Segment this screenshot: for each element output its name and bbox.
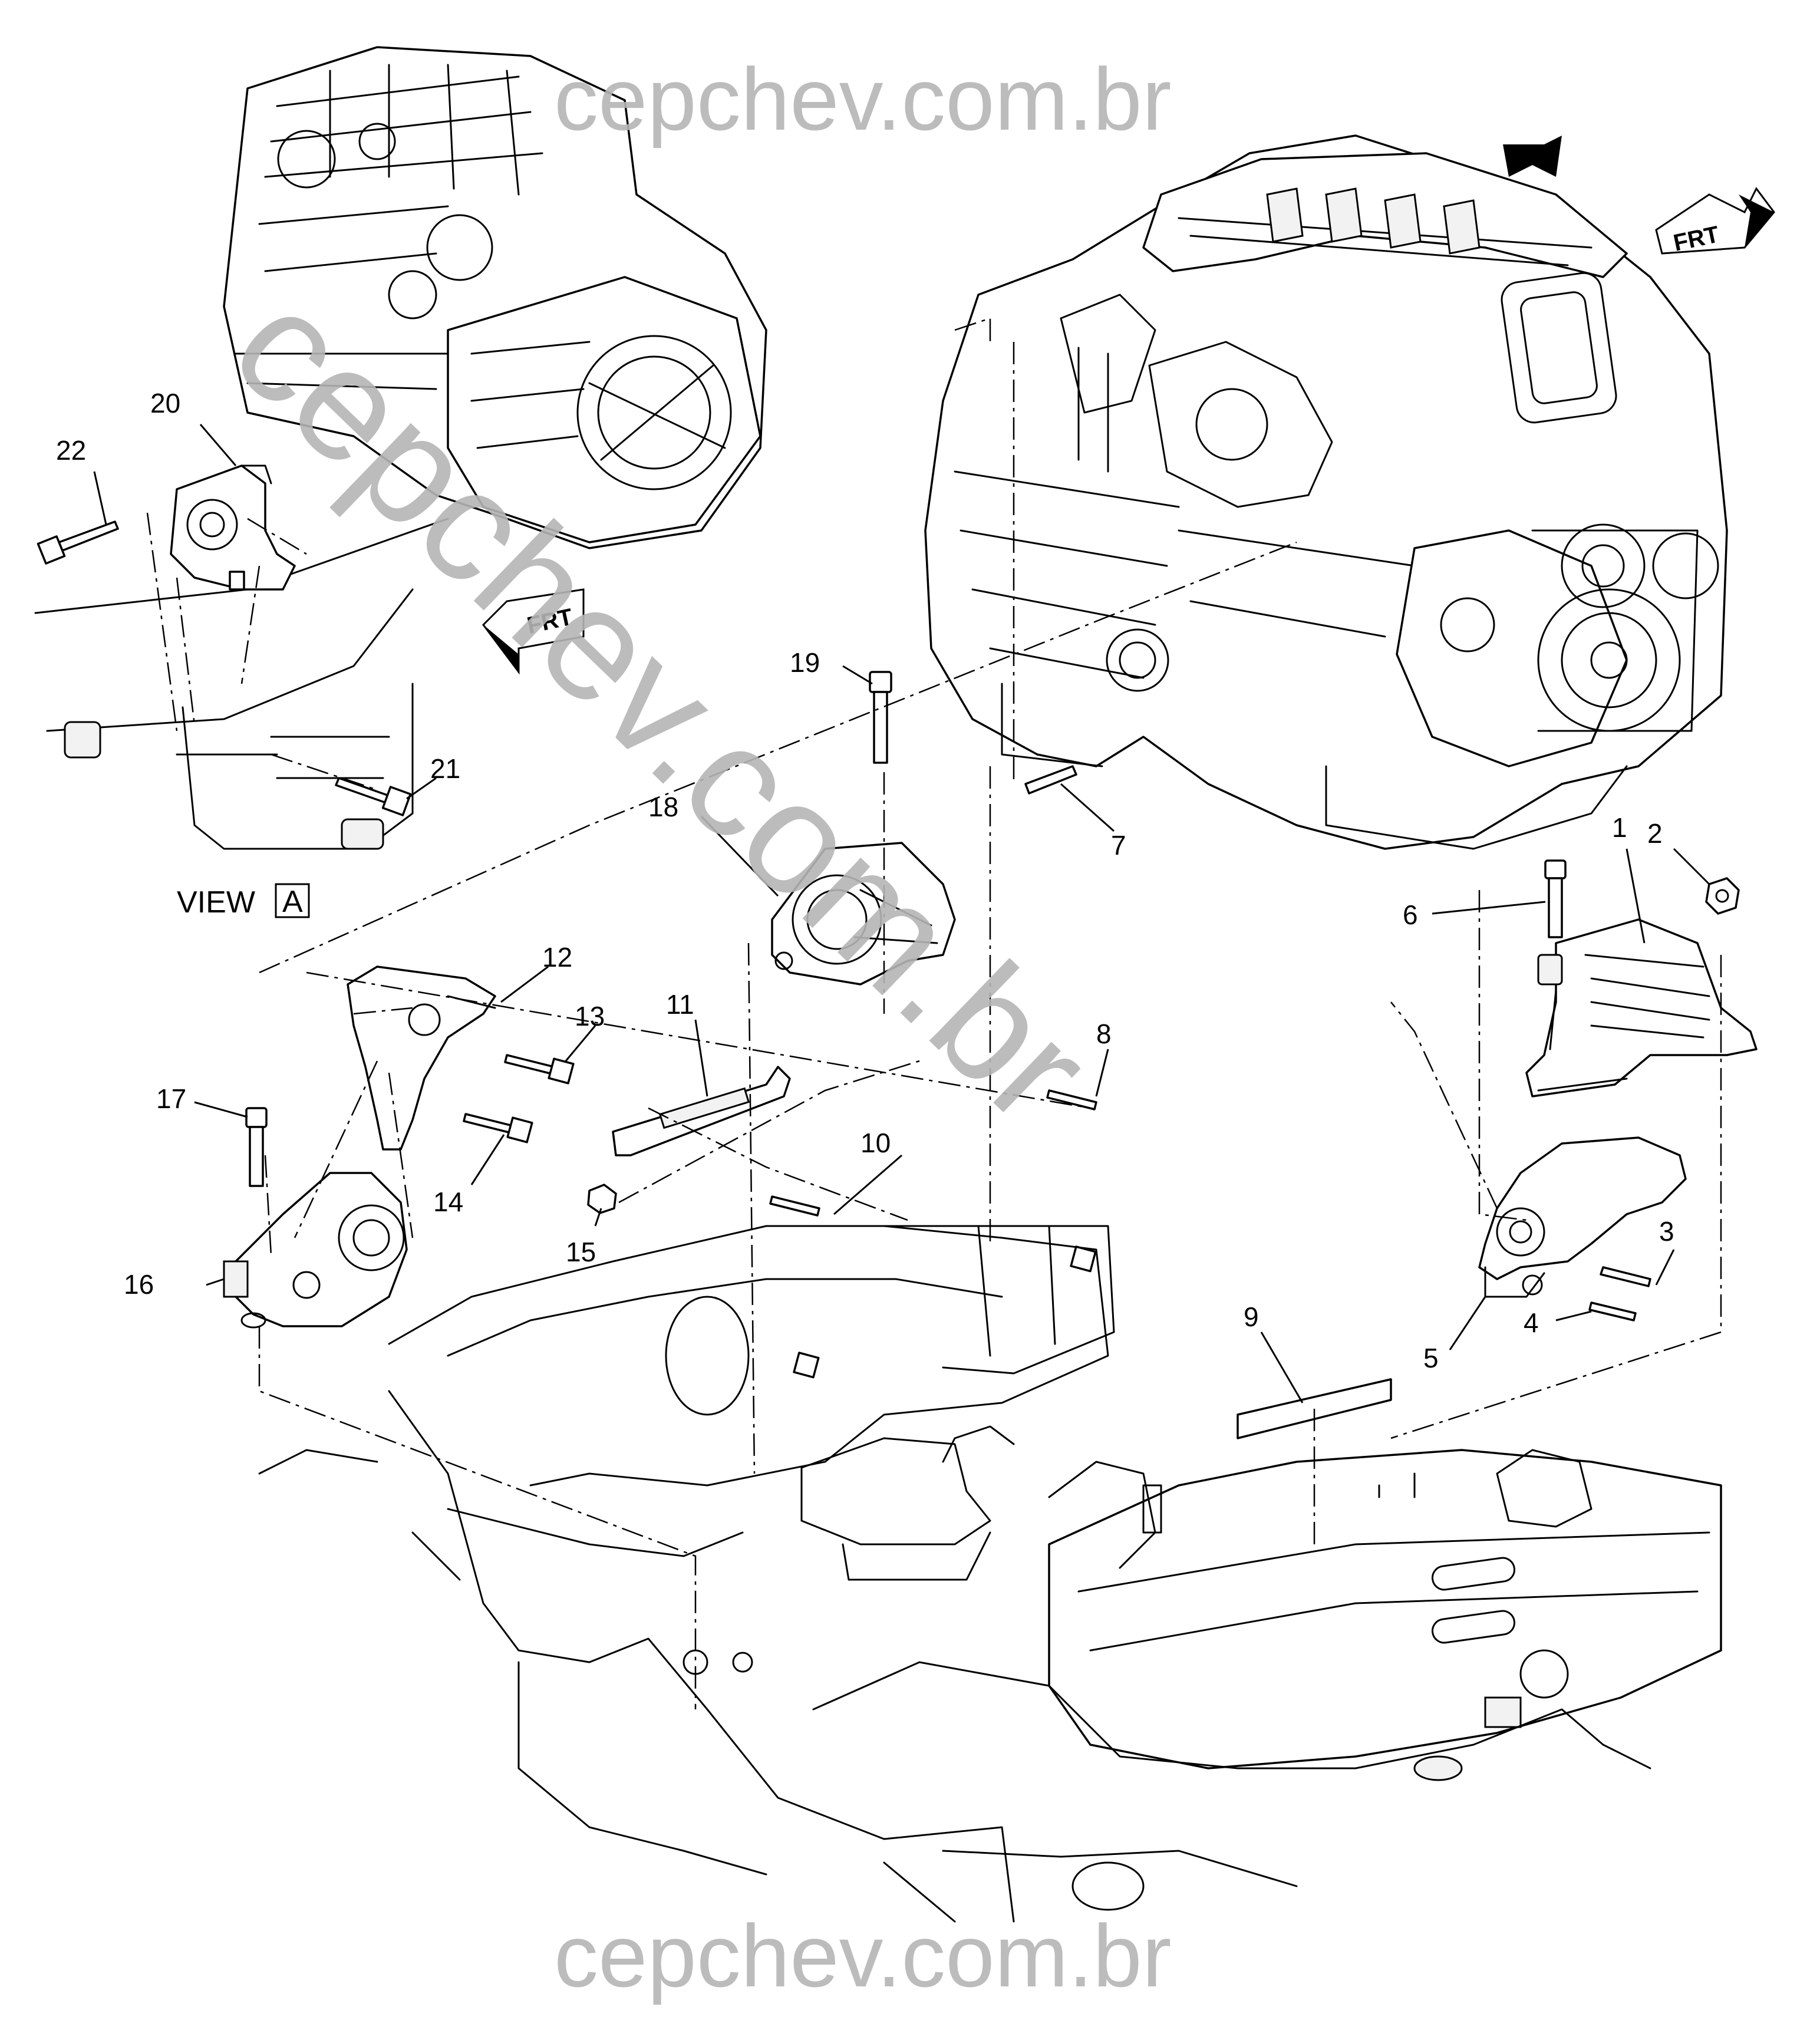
callout-20: 20 — [150, 388, 180, 418]
callout-14: 14 — [433, 1187, 463, 1217]
bolt-8 — [1046, 1089, 1097, 1273]
bolt-21 — [335, 777, 412, 816]
callout-6: 6 — [1403, 899, 1418, 930]
callout-15: 15 — [566, 1237, 596, 1267]
view-label-letter: A — [282, 885, 303, 919]
nut-2 — [1705, 877, 1740, 915]
view-letter-box — [275, 883, 310, 918]
callout-17: 17 — [156, 1083, 186, 1114]
inset-mount-20 — [170, 464, 296, 591]
callout-10: 10 — [860, 1128, 891, 1158]
part-1-mount — [1525, 918, 1758, 1098]
callout-12: 12 — [542, 942, 572, 973]
bolt-19 — [869, 671, 892, 764]
callout-18: 18 — [648, 792, 678, 822]
direction-arrow-icon — [1503, 136, 1562, 177]
bolt-10 — [769, 1195, 820, 1379]
part-18-mount — [771, 842, 956, 986]
callout-9: 9 — [1244, 1301, 1259, 1332]
callout-5: 5 — [1423, 1343, 1439, 1373]
front-arrow-inset: FRT — [482, 588, 585, 675]
callout-16: 16 — [124, 1269, 154, 1300]
nut-15 — [587, 1184, 617, 1214]
part-16-mount — [223, 1172, 408, 1329]
main-engine-drawing — [924, 134, 1728, 850]
chassis-subframe-drawing — [258, 1225, 1722, 1923]
bolt-17 — [245, 1107, 268, 1187]
callout-22: 22 — [56, 435, 86, 466]
callout-13: 13 — [575, 1001, 605, 1032]
view-label-text: VIEW — [177, 885, 255, 920]
callout-7: 7 — [1111, 830, 1126, 861]
bolt-13 — [504, 1054, 575, 1085]
callout-2: 2 — [1647, 818, 1663, 849]
leader-lines — [93, 424, 1710, 1403]
part-11-torque-link — [612, 1066, 791, 1156]
callout-labels: 1 2 3 4 5 6 7 8 9 10 11 12 13 14 15 16 1… — [56, 388, 1674, 1373]
watermark-bottom: cepchev.com.br — [554, 1906, 1172, 2005]
callout-21: 21 — [430, 753, 460, 784]
watermark-top: cepchev.com.br — [554, 50, 1172, 149]
front-arrow-main: FRT — [1503, 136, 1775, 256]
bolt-14 — [463, 1113, 533, 1143]
view-a-label: VIEW A — [177, 883, 310, 920]
callout-11: 11 — [666, 989, 694, 1020]
part-5-bracket — [1478, 1136, 1687, 1298]
front-arrow-icon — [1655, 187, 1775, 255]
bolt-6 — [1544, 859, 1567, 938]
callout-19: 19 — [790, 647, 820, 678]
callout-1: 1 — [1612, 812, 1627, 843]
bolt-22 — [37, 520, 119, 565]
callout-3: 3 — [1659, 1216, 1674, 1247]
view-a-engine-drawing — [34, 46, 767, 850]
callout-4: 4 — [1524, 1307, 1539, 1338]
callout-8: 8 — [1096, 1019, 1112, 1049]
stud-7 — [1024, 765, 1077, 795]
